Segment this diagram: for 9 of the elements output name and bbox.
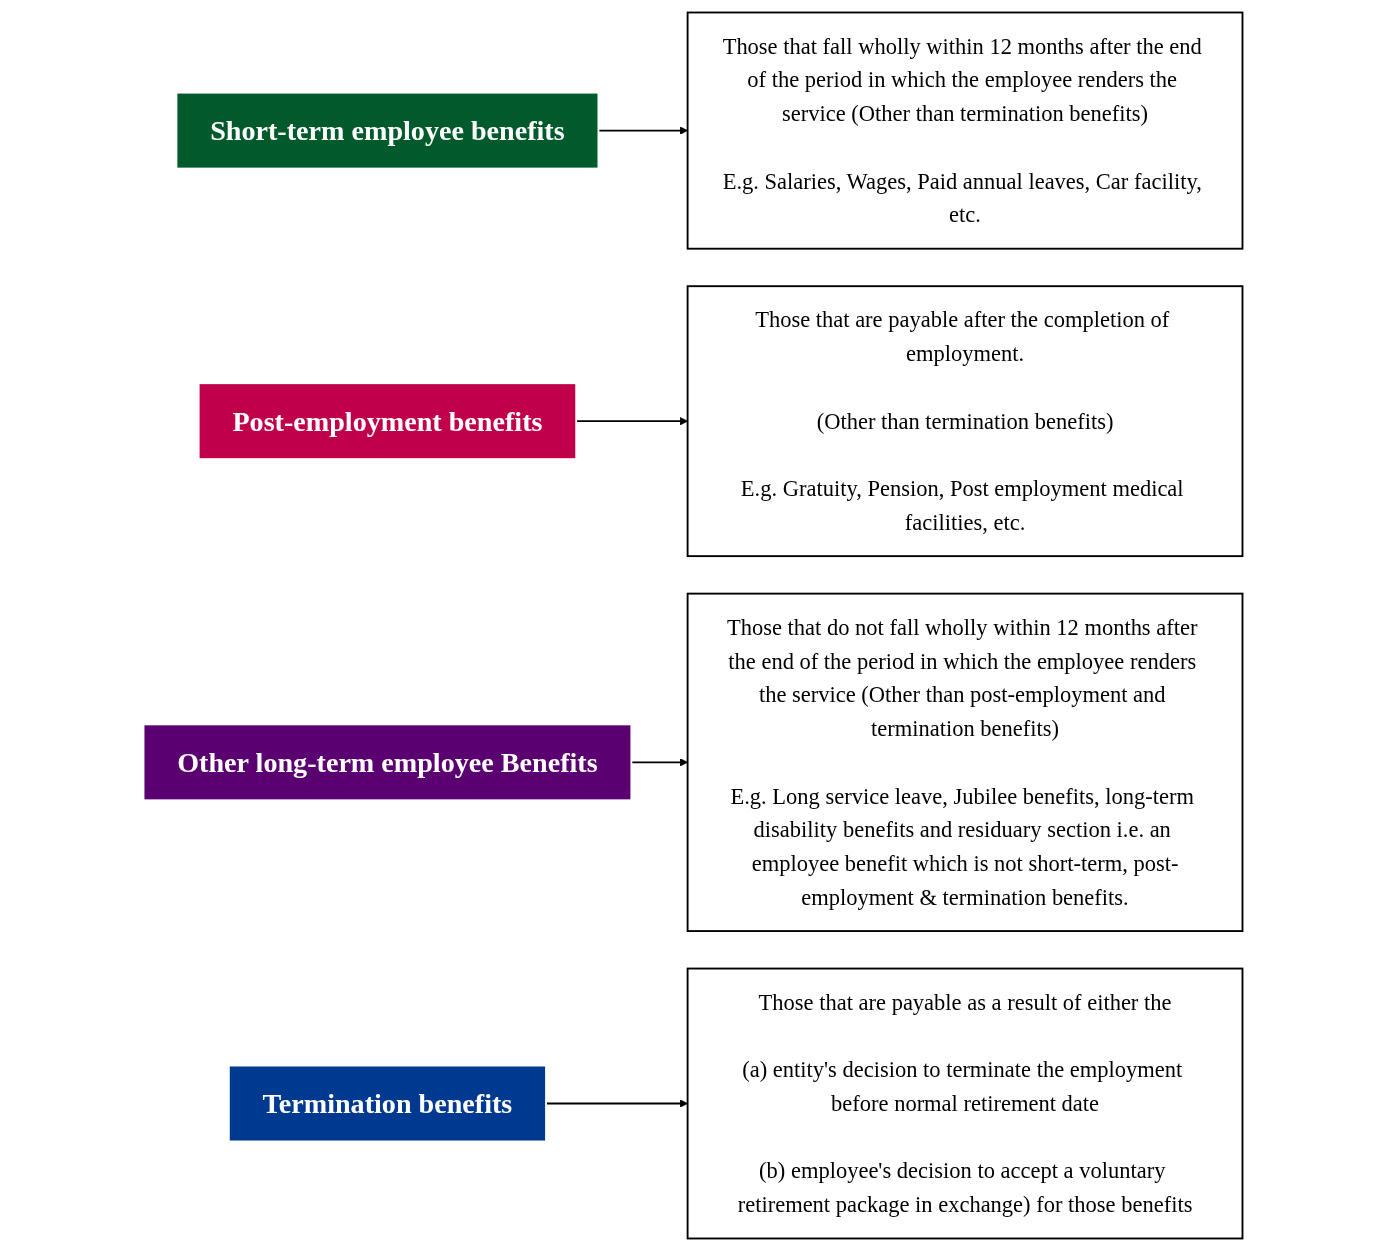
node-box: Those that fall wholly within 12 months after the end of the period in which the employee renders the service (Other than termination benefits) E.g. Salaries, Wages, Paid annual leaves, Car facility, etc. xyxy=(686,11,1243,250)
node-box: Other long-term employee Benefits xyxy=(142,723,632,802)
node-box: Those that are payable as a result of either the (a) entity's decision to terminate the employment before normal retirement date (b) employee's decision to accept a voluntary retirement package in exchange) for those benefits xyxy=(686,967,1243,1240)
node-box: Termination benefits xyxy=(227,1064,547,1143)
arrow xyxy=(597,126,688,135)
node-box: Those that are payable after the completion of employment. (Other than termination benefits) E.g. Gratuity, Pension, Post employment medical facilities, etc. xyxy=(686,285,1243,558)
node-box: Post-employment benefits xyxy=(197,382,577,461)
node-box: Those that do not fall wholly within 12 months after the end of the period in which the employee renders the service (Other than post-employment and termination benefits) E.g. Long service leave, Jubilee benefits, long-term disability benefits and residuary section i.e. an employee benefit which is not short-term, post-employment & termination benefits. xyxy=(686,592,1243,932)
node-box: Short-term employee benefits xyxy=(175,91,599,170)
